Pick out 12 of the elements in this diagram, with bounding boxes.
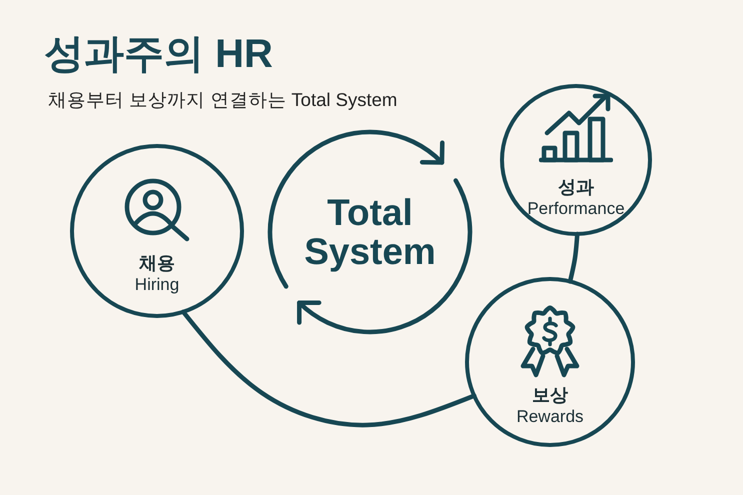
stage-title: 채용 xyxy=(139,252,175,274)
stage-circle xyxy=(70,144,244,318)
stage-title: 보상 xyxy=(532,384,568,406)
subtitle: 채용부터 보상까지 연결하는 Total System xyxy=(48,88,398,112)
stage-subtitle: Hiring xyxy=(134,274,180,296)
cycle-center-label: Total System xyxy=(304,193,436,271)
stage-subtitle: Rewards xyxy=(516,406,584,428)
stage-circle xyxy=(500,84,652,236)
title: 성과주의 HR xyxy=(44,31,273,78)
stage-circle xyxy=(465,277,635,447)
stage-subtitle: Performance xyxy=(527,198,625,220)
stage-title: 성과 xyxy=(558,176,594,198)
